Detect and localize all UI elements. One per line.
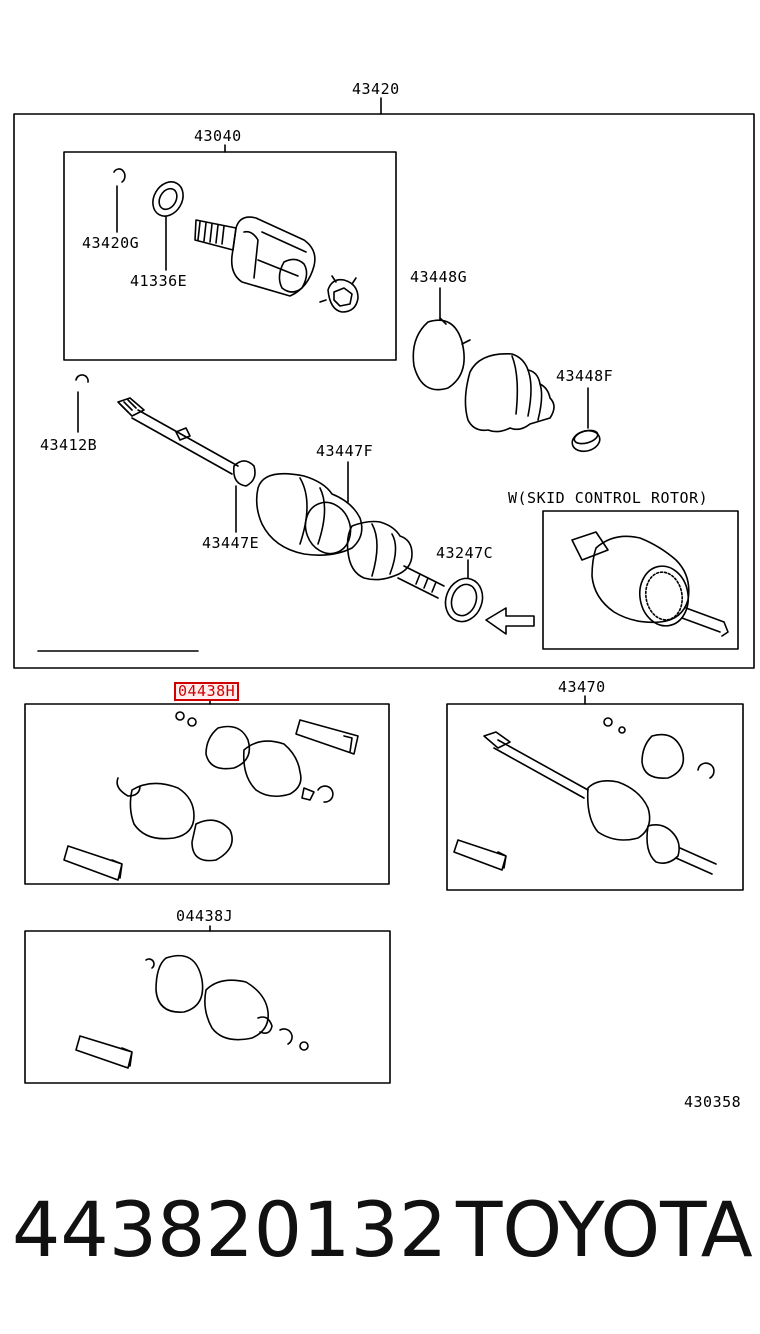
brand-name: TOYOTA [456,1185,753,1274]
label-kit-j: 04438J [176,907,234,925]
drive-shaft [117,397,239,475]
label-boot-f: 43447F [316,442,374,460]
label-inboard-joint: 43040 [194,127,242,145]
seal-43247c [444,577,484,623]
label-clamp-e: 43447E [202,534,260,552]
label-clamp-g: 43448G [410,268,468,286]
label-seal-c: 43247C [436,544,494,562]
direction-arrow [485,607,535,635]
inboard-boot-middle [255,472,363,556]
kit-j-frame [24,930,391,1084]
washer-41336e [152,181,184,217]
clamp-43447e [232,460,256,487]
label-washer: 41336E [130,272,188,290]
clamp-43448f [571,429,601,453]
inboard-joint-frame [63,151,397,361]
clamp-43448g-tab [439,317,471,345]
label-rear-assembly: 43470 [558,678,606,696]
skid-rotor-joint [571,531,729,637]
outboard-boot-middle [346,520,445,599]
tripod-spider [319,275,359,313]
inboard-joint-housing [194,216,316,297]
kit-h-frame [24,703,390,885]
kit-j-parts [75,954,309,1069]
label-skid-rotor: W(SKID CONTROL ROTOR) [508,489,709,507]
label-ring-b: 43412B [40,436,98,454]
part-number: 443820132 [12,1185,448,1274]
kit-h-parts [63,711,359,881]
rear-assembly-parts [453,717,717,875]
rear-assembly-frame [446,703,744,891]
skid-rotor-frame [542,510,739,650]
label-assembly: 43420 [352,80,400,98]
snap-ring-g [113,168,126,183]
assembly-frame [13,113,755,669]
outboard-boot-upper [464,353,555,433]
label-clamp-f: 43448F [556,367,614,385]
label-snap-ring-g: 43420G [82,234,140,252]
label-kit-h[interactable]: 04438H [174,682,240,701]
clamp-43448g [412,319,465,391]
ring-43412b [75,374,89,383]
label-diagram-code: 430358 [684,1093,742,1111]
